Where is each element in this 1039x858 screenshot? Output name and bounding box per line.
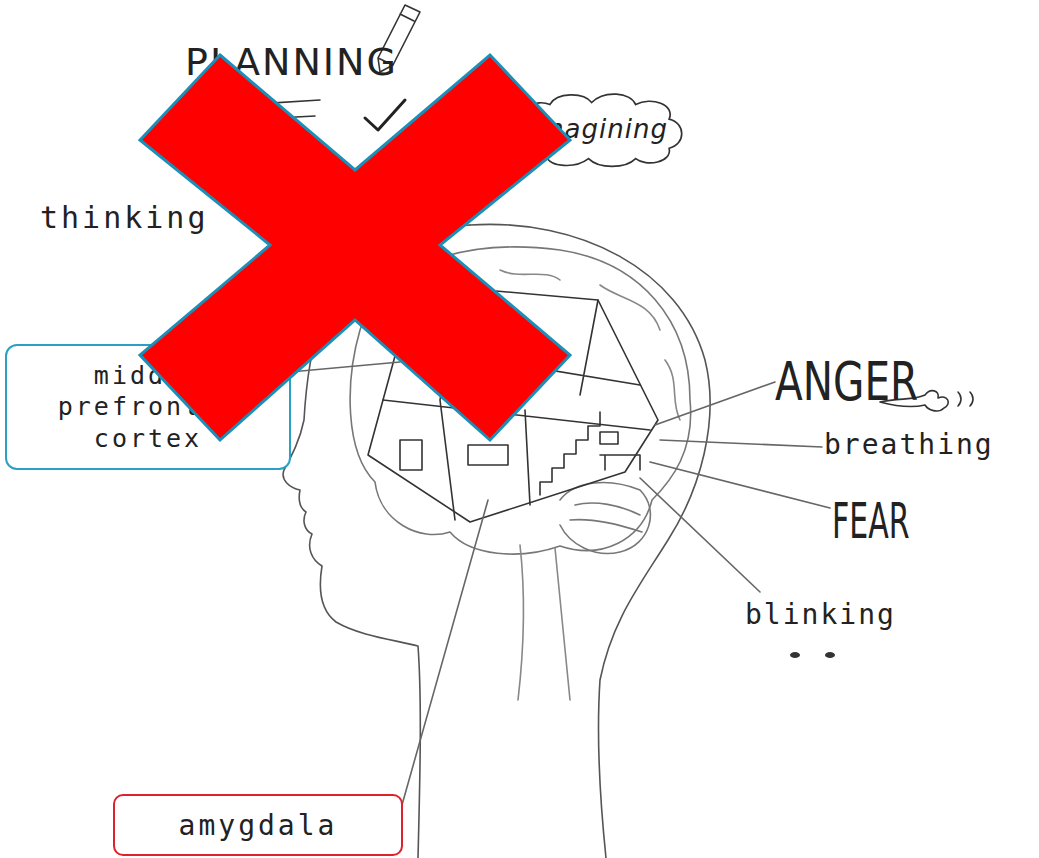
house-outline (368, 288, 658, 522)
emotion-label: FEAR (832, 492, 910, 550)
node-text: middle prefrontal cortex (33, 360, 263, 454)
brain-region-box: middle prefrontal cortex (5, 344, 291, 470)
leader-line (660, 440, 822, 447)
breath-icon (958, 392, 973, 406)
function-label: blinking (745, 598, 896, 631)
check-mark (365, 100, 405, 130)
cerebellum (560, 483, 650, 554)
leader-line (650, 462, 830, 508)
brain-region-box: amygdala (113, 794, 403, 856)
eye-marks (790, 652, 835, 658)
house-furniture (600, 455, 640, 470)
cloud-shape (517, 94, 682, 166)
house-details (410, 350, 520, 370)
function-label: thinking (40, 200, 209, 235)
leader-line (250, 225, 380, 300)
brain-outline (350, 247, 691, 554)
eye-mark (825, 652, 835, 658)
back-of-head (470, 224, 710, 858)
thought-cloud: imagining (510, 90, 688, 168)
leader-line (655, 382, 775, 425)
list-lines (240, 100, 320, 135)
node-text: amygdala (179, 808, 338, 843)
function-label: PLANNING (185, 40, 398, 84)
eye-mark (790, 652, 800, 658)
house-furniture (400, 440, 422, 470)
house-walls (383, 288, 650, 520)
brain-stem (518, 545, 570, 700)
house-furniture (468, 445, 508, 465)
face-profile (283, 225, 470, 858)
emotion-label: ANGER (775, 350, 918, 413)
leader-line (640, 478, 760, 592)
function-label: breathing (824, 428, 994, 461)
house-stairs (540, 412, 600, 495)
leader-line (290, 362, 400, 372)
house-furniture (600, 432, 618, 444)
leader-line (400, 500, 488, 812)
node-text: imagining (530, 113, 668, 146)
